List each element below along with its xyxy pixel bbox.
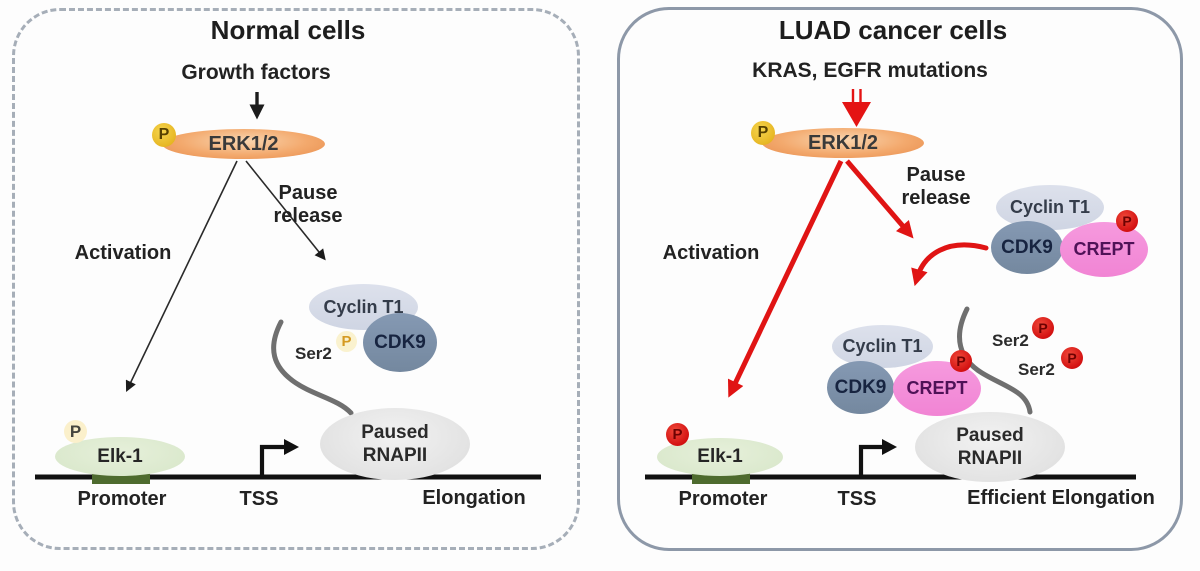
activation-label-luad: Activation: [662, 242, 760, 264]
pause-release-arrow-luad: [845, 159, 914, 239]
rnapii-line2: RNAPII: [362, 445, 428, 466]
erk-ellipse-normal: ERK1/2: [162, 129, 325, 159]
phospho-badge-elk1-normal: P: [64, 420, 87, 443]
growth-factors-label: Growth factors: [181, 61, 331, 84]
phospho-badge-erk-normal: P: [152, 123, 176, 147]
promoter-label-normal: Promoter: [77, 488, 167, 510]
rnapii-line2: RNAPII: [957, 448, 1023, 469]
phospho-badge-ser2-upper: P: [1032, 317, 1054, 339]
ctd-tail-normal: [271, 319, 354, 416]
tss-arrowhead-normal: [284, 439, 299, 455]
crept-ellipse-upper-luad: CREPT: [1060, 222, 1148, 277]
phospho-badge-crept-lower: P: [950, 350, 972, 372]
luad-panel-title: LUAD cancer cells: [778, 15, 1008, 45]
phospho-badge-ser2-normal: P: [336, 331, 357, 352]
pause-release-arrow-normal: [245, 160, 326, 261]
activation-arrow-luad: [727, 159, 844, 398]
phospho-badge-crept-upper: P: [1116, 210, 1138, 232]
activation-arrow-normal: [125, 160, 238, 392]
tss-arrowhead-luad: [882, 439, 897, 455]
normal-panel-title: Normal cells: [210, 15, 366, 45]
crept-recruitment-arrow: [911, 242, 989, 287]
luad-cells-panel: [617, 7, 1183, 551]
tss-label-normal: TSS: [239, 488, 279, 510]
pause-release-label-normal: Pause release: [274, 182, 343, 228]
pause-release-line2: release: [273, 205, 343, 227]
rnapii-line1: Paused: [956, 425, 1024, 446]
erk-ellipse-luad: ERK1/2: [762, 128, 924, 158]
cdk9-ellipse-normal: CDK9: [363, 313, 437, 372]
phospho-badge-elk1-luad: P: [666, 423, 689, 446]
mutation-arrowhead: [842, 102, 871, 127]
ser2-upper-label-luad: Ser2: [992, 331, 1029, 350]
pause-release-line1: Pause: [906, 164, 966, 186]
promoter-label-luad: Promoter: [678, 488, 768, 510]
paused-rnapii-ellipse-luad: Paused RNAPII: [915, 412, 1065, 482]
cdk9-ellipse-lower-luad: CDK9: [827, 361, 894, 414]
phospho-badge-erk-luad: P: [751, 121, 775, 145]
phospho-badge-ser2-lower: P: [1061, 347, 1083, 369]
pause-release-line2: release: [901, 187, 971, 209]
ctd-tail-luad: [957, 306, 1033, 415]
ser2-lower-label-luad: Ser2: [1018, 360, 1055, 379]
tss-arrow-normal: [259, 444, 284, 476]
activation-label-normal: Activation: [74, 242, 172, 264]
cdk9-ellipse-upper-luad: CDK9: [991, 221, 1063, 274]
elk1-ellipse-normal: Elk-1: [55, 437, 185, 476]
ser2-label-normal: Ser2: [295, 344, 332, 363]
pause-release-line1: Pause: [278, 182, 338, 204]
cyclin-t1-ellipse-lower-luad: Cyclin T1: [832, 325, 933, 368]
kras-egfr-label: KRAS, EGFR mutations: [752, 59, 988, 82]
pause-release-label-luad: Pause release: [902, 164, 971, 210]
efficient-elongation-label: Efficient Elongation: [967, 487, 1155, 509]
tss-label-luad: TSS: [837, 488, 877, 510]
tss-arrow-luad: [858, 444, 882, 476]
paused-rnapii-ellipse-normal: Paused RNAPII: [320, 408, 470, 480]
elongation-label-normal: Elongation: [422, 487, 526, 509]
rnapii-line1: Paused: [361, 422, 429, 443]
normal-cells-panel: [12, 8, 580, 550]
